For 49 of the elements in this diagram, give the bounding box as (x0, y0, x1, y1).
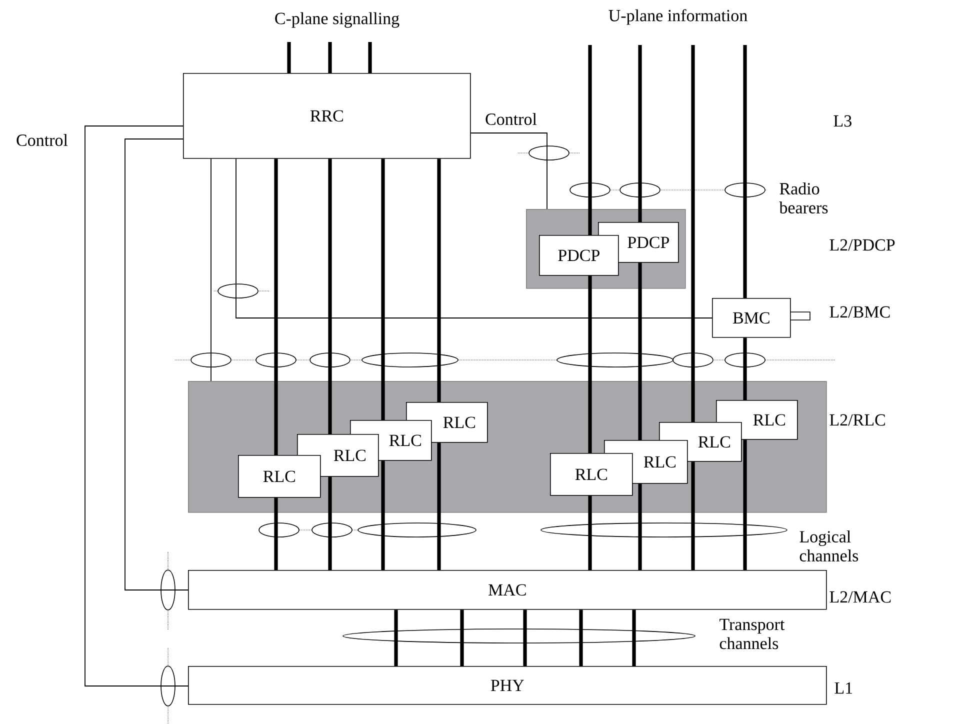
signal-line (368, 42, 372, 73)
signal-line (328, 158, 332, 434)
rlc-box: RLC (238, 455, 321, 498)
signal-line (632, 610, 636, 666)
rlc-box: RLC (550, 453, 633, 496)
signal-line (381, 460, 385, 570)
rrc-box: RRC (183, 73, 471, 159)
signal-line (579, 610, 583, 666)
signal-line (691, 45, 695, 422)
control-line (210, 158, 212, 382)
pdcp-box: PDCP (539, 235, 619, 276)
signal-line (274, 158, 278, 455)
edge-label: Control (484, 112, 538, 126)
layer-label: L2/BMC (830, 306, 890, 318)
control-line (84, 126, 188, 686)
channel-label: Radio bearers (779, 182, 828, 214)
mac-box: MAC (188, 570, 827, 610)
channel-label: Transport channels (720, 618, 785, 650)
layer-label: L3 (834, 115, 852, 127)
phy-box: PHY (188, 666, 827, 705)
control-line (470, 132, 548, 210)
signal-line (638, 262, 642, 440)
control-line (236, 158, 712, 318)
plane-heading: C-plane signalling (275, 12, 400, 28)
bmc-box: BMC (712, 298, 791, 338)
signal-line (394, 610, 398, 666)
control-line (124, 138, 188, 590)
channel-label: Logical channels (800, 530, 858, 562)
signal-line (274, 498, 278, 570)
signal-line (743, 440, 747, 570)
signal-line (588, 496, 592, 570)
signal-line (460, 610, 464, 666)
layer-label: L2/PDCP (830, 239, 895, 251)
signal-line (691, 462, 695, 570)
signal-line (328, 476, 332, 570)
signal-line (638, 484, 642, 570)
edge-label: Control (15, 133, 69, 147)
plane-heading: U-plane information (608, 9, 748, 25)
layer-label: L2/RLC (830, 414, 885, 426)
signal-line (328, 42, 332, 73)
signal-line (437, 158, 441, 402)
signal-line (523, 610, 527, 666)
signal-line (588, 276, 592, 453)
signal-line (638, 45, 642, 222)
signal-line (588, 45, 592, 235)
signal-line (743, 45, 747, 298)
signal-line (381, 158, 385, 420)
signal-line (287, 42, 291, 73)
signal-line (437, 442, 441, 570)
